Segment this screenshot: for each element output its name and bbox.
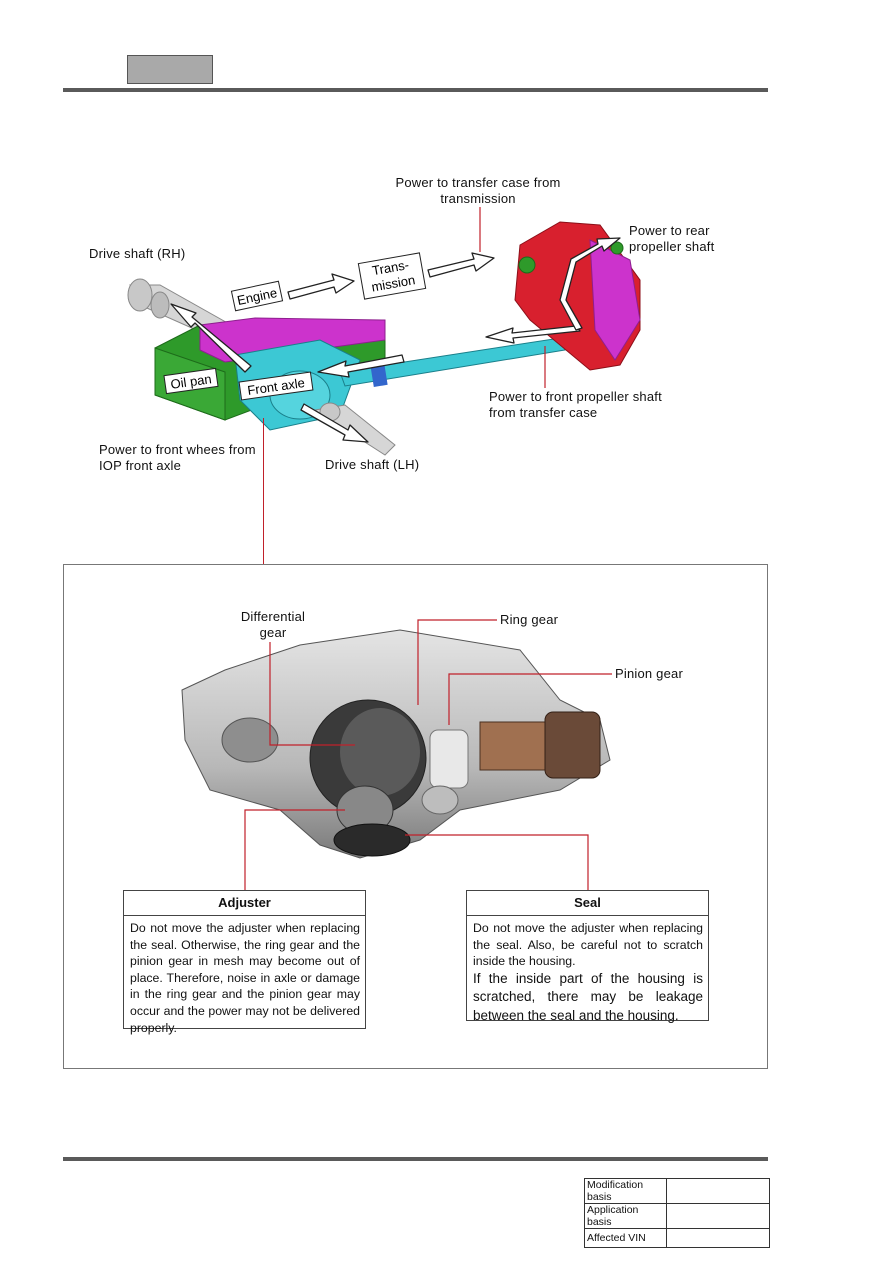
drivetrain-diagram: Engine Trans- mission Oil pan Front axle [127, 207, 641, 456]
seal-note-body-1: Do not move the adjuster when replacing … [473, 921, 703, 969]
modification-basis-value [666, 1178, 770, 1204]
rear-propeller-caption: Power to rear propeller shaft [629, 223, 715, 254]
footer-rule [63, 1157, 768, 1161]
drive-shaft-rh-caption: Drive shaft (RH) [89, 246, 186, 261]
front-wheels-caption: Power to front whees from IOP front axle [99, 442, 256, 473]
adjuster-note: Adjuster Do not move the adjuster when r… [123, 890, 366, 1035]
diagram-leader-lines [479, 207, 546, 388]
differential-gear-label: Differential gear [240, 609, 306, 640]
affected-vin-value [666, 1228, 770, 1248]
transmission-label-line1: Trans- [371, 257, 410, 278]
seal-note: Seal Do not move the adjuster when repla… [466, 890, 709, 1023]
modification-basis-label: Modification basis [584, 1178, 667, 1204]
seal-note-body-2: If the inside part of the housing is scr… [473, 970, 703, 1023]
seal-note-title: Seal [467, 891, 708, 916]
oil-pan-label-box: Oil pan [163, 367, 219, 395]
adjuster-note-title: Adjuster [124, 891, 365, 916]
section-tab [127, 55, 213, 84]
engine-label-box: Engine [230, 280, 284, 312]
ring-gear-label: Ring gear [500, 612, 559, 627]
front-propeller-caption: Power to front propeller shaft from tran… [489, 389, 662, 420]
power-flow-arrows [170, 237, 621, 443]
revision-table: Modification basis Application basis Aff… [584, 1178, 770, 1248]
header-rule [63, 88, 768, 92]
front-axle-cutaway-illustration [181, 629, 611, 859]
front-axle-label-box: Front axle [238, 371, 314, 401]
detail-frame [63, 564, 768, 1069]
detail-leader-lines [244, 619, 612, 890]
transfer-case-caption: Power to transfer case from transmission [395, 175, 561, 206]
oil-pan-label: Oil pan [170, 371, 213, 392]
detail-connector-line [263, 418, 264, 564]
affected-vin-label: Affected VIN [584, 1228, 667, 1248]
adjuster-note-body: Do not move the adjuster when replacing … [130, 921, 360, 1035]
transmission-label-box: Trans- mission [357, 252, 427, 300]
application-basis-value [666, 1203, 770, 1229]
application-basis-label: Application basis [584, 1203, 667, 1229]
pinion-gear-label: Pinion gear [615, 666, 683, 681]
drive-shaft-lh-caption: Drive shaft (LH) [325, 457, 420, 472]
front-propeller-shaft-illustration [339, 337, 566, 387]
